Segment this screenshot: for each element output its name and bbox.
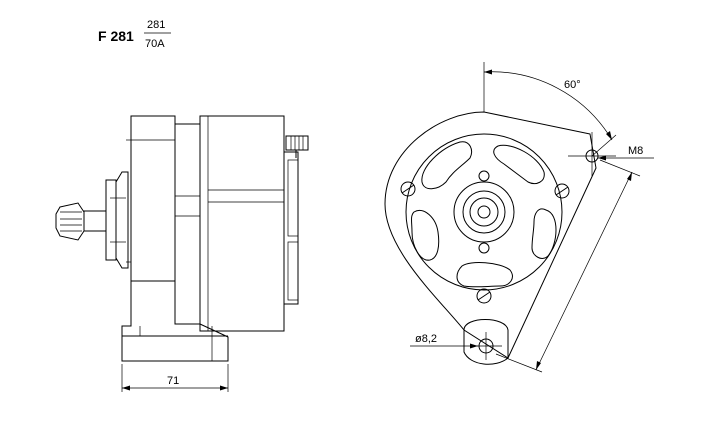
bottom-mounting-ear	[463, 319, 509, 365]
shaft-nut	[55, 202, 107, 241]
hole-label: ø8,2	[415, 333, 437, 345]
top-mounting-ear	[568, 132, 616, 176]
header: F 281 281 70A	[98, 19, 171, 50]
cover-circle	[405, 133, 563, 291]
width-dimension: 71	[121, 364, 229, 392]
side-view: 71	[55, 115, 309, 392]
thread-label: M8	[628, 145, 643, 157]
ventilation-slots	[411, 141, 557, 288]
model-label: F 281	[98, 28, 134, 44]
angle-dimension: 60°	[483, 62, 617, 157]
front-view: 60° M8 ø8,2	[384, 62, 654, 373]
main-body	[199, 115, 285, 332]
top-rivet	[478, 170, 490, 182]
angle-label: 60°	[564, 79, 581, 91]
terminal-stud	[285, 135, 309, 158]
screw-right	[554, 183, 570, 199]
pulley	[105, 171, 129, 269]
mounting-foot	[121, 281, 229, 362]
fraction-bottom: 70A	[145, 38, 165, 50]
rear-cover	[283, 151, 299, 305]
width-dimension-label: 71	[167, 375, 179, 387]
bottom-rivet	[478, 242, 490, 254]
ear-distance-dimension	[495, 159, 641, 373]
front-housing	[126, 115, 201, 325]
center-bearing	[453, 170, 515, 254]
screw-left	[400, 181, 416, 197]
screw-bottom	[476, 288, 492, 304]
housing-outline	[384, 111, 597, 359]
diameter-leader: ø8,2	[410, 333, 478, 349]
fraction-top: 281	[147, 19, 165, 31]
m8-leader: M8	[598, 145, 654, 161]
